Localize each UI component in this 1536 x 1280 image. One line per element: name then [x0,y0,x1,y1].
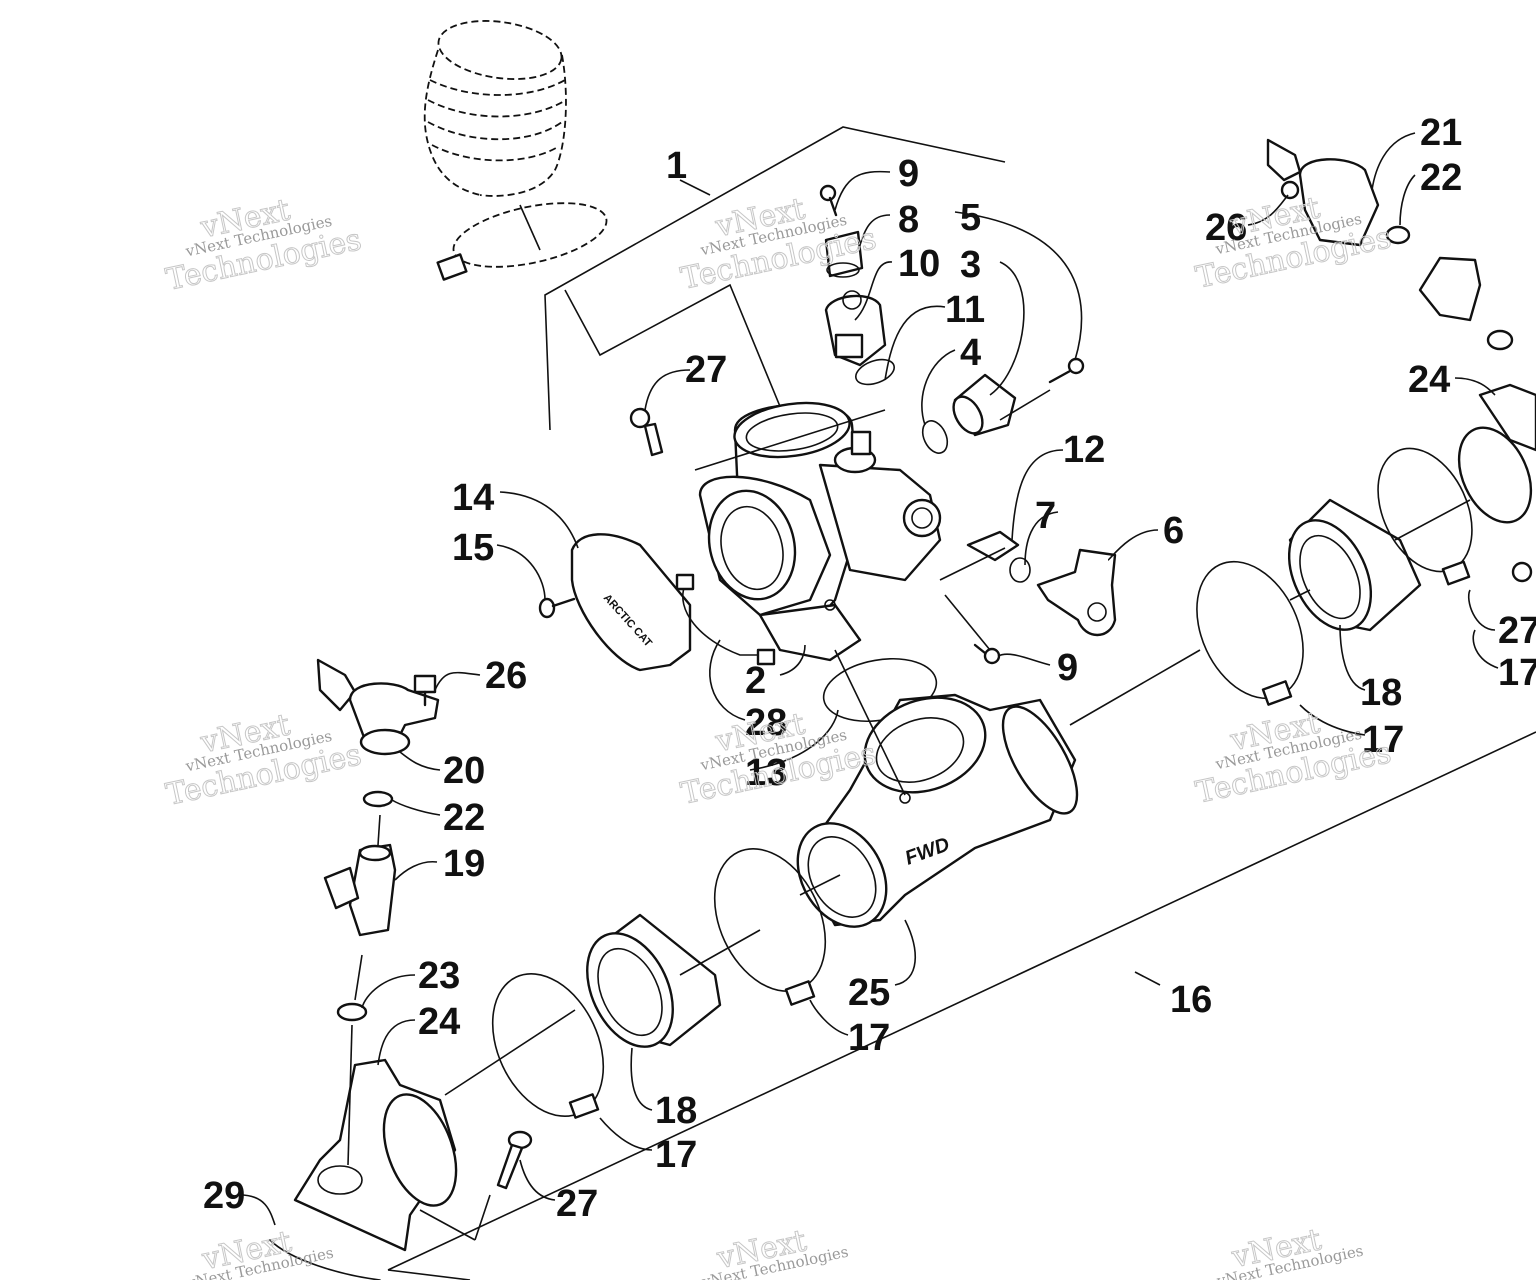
callout-17-right: 17 [1362,719,1404,761]
callout-3: 3 [960,244,981,286]
assembly-bracket-1 [544,126,1006,456]
wire-harness-28 [675,573,776,666]
callout-22-left: 22 [443,797,485,839]
callout-18-right: 18 [1360,672,1402,714]
hose-clamp-top [436,202,608,281]
callout-24-right: 24 [1408,359,1450,401]
watermark-mid-left: vNext Technologies vNext Technologies [163,707,365,813]
washer-22-left [362,790,394,808]
screw-27-bottom [496,1130,533,1190]
callout-23: 23 [418,955,460,997]
fuel-injector-right [1418,256,1514,351]
callouts: 1 9 8 10 5 3 11 4 27 12 14 15 7 6 2 9 26… [203,112,1536,1225]
o-ring-7 [1009,557,1031,583]
assembly-bracket-16 [387,731,1536,1280]
manifold-24-left [293,1058,458,1252]
watermark-top-left: vNext Technologies vNext Technologies [163,192,365,298]
watermark-bottom-right: vNext vNext Technologies [1214,1222,1364,1280]
callout-8: 8 [898,199,919,241]
screw-26-right [1280,180,1300,200]
screw-15 [538,597,576,619]
callout-7: 7 [1035,495,1056,537]
hose-clamp-17-far-right [1377,447,1473,586]
callout-5: 5 [960,197,981,239]
bracket-8 [824,230,864,278]
watermark-bottom-left: vNext vNext Technologies [185,1224,335,1280]
callout-20: 20 [443,750,485,792]
callout-29: 29 [203,1175,245,1217]
callout-9-bottom: 9 [1057,647,1078,689]
sensor-6 [1036,548,1117,637]
air-boot-hose [423,20,567,197]
callout-15: 15 [452,527,494,569]
callout-27-right: 27 [1498,610,1536,652]
sensor-cover: ARCTIC CAT [570,533,692,672]
seal-23 [336,1002,368,1022]
callout-11: 11 [945,289,985,331]
hose-clamp-17-left [491,973,605,1119]
callout-27-bottom: 27 [556,1183,598,1225]
watermark-top-center: vNext Technologies vNext Technologies [677,191,879,297]
screw-9-top [819,184,838,217]
idle-control-3 [952,373,1017,437]
washer-22-right [1385,225,1411,245]
callout-10: 10 [898,243,940,285]
coupler-18-right [1287,498,1422,632]
leader-lines [239,132,1499,1241]
hose-clamp-17-center [713,848,827,1006]
callout-27-top: 27 [685,349,727,391]
screw-27-top [629,407,664,457]
callout-13: 13 [745,752,787,794]
callout-18-left: 18 [655,1090,697,1132]
callout-9-top: 9 [898,153,919,195]
throttle-body [698,401,942,662]
fuel-rail-fitting-21 [1266,138,1380,247]
callout-2: 2 [745,660,766,702]
callout-19: 19 [443,843,485,885]
callout-4: 4 [960,332,981,374]
callout-14: 14 [452,477,494,519]
screw-26-left [413,674,437,707]
watermark-bottom-center: vNext vNext Technologies [700,1223,850,1280]
screw-5 [1048,357,1085,384]
callout-16: 16 [1170,979,1212,1021]
callout-21: 21 [1420,112,1462,154]
callout-26-left: 26 [485,655,527,697]
callout-25: 25 [848,972,890,1014]
callout-28: 28 [745,702,787,744]
callout-6: 6 [1163,510,1184,552]
o-ring-4 [921,420,949,454]
callout-22-right: 22 [1420,157,1462,199]
callout-17-left: 17 [655,1134,697,1176]
o-ring-11 [855,358,895,386]
o-ring-29 [269,1239,381,1280]
callout-17-far-right: 17 [1498,652,1536,694]
screw-9-bottom [973,643,1001,665]
callout-24-left: 24 [418,1001,460,1043]
callout-12: 12 [1063,429,1105,471]
fuel-injector-19 [323,843,397,937]
callout-17-center: 17 [848,1017,890,1059]
callout-1: 1 [666,145,687,187]
intake-manifold-25: FWD [796,693,1079,928]
manifold-24-right [1457,383,1536,583]
clip-12 [966,530,1020,562]
fuel-rail-fitting-20 [316,658,440,756]
coupler-18-left [586,913,722,1048]
map-sensor-10 [824,290,887,367]
hose-clamp-17-right [1196,560,1304,706]
callout-26-right: 26 [1205,207,1247,249]
